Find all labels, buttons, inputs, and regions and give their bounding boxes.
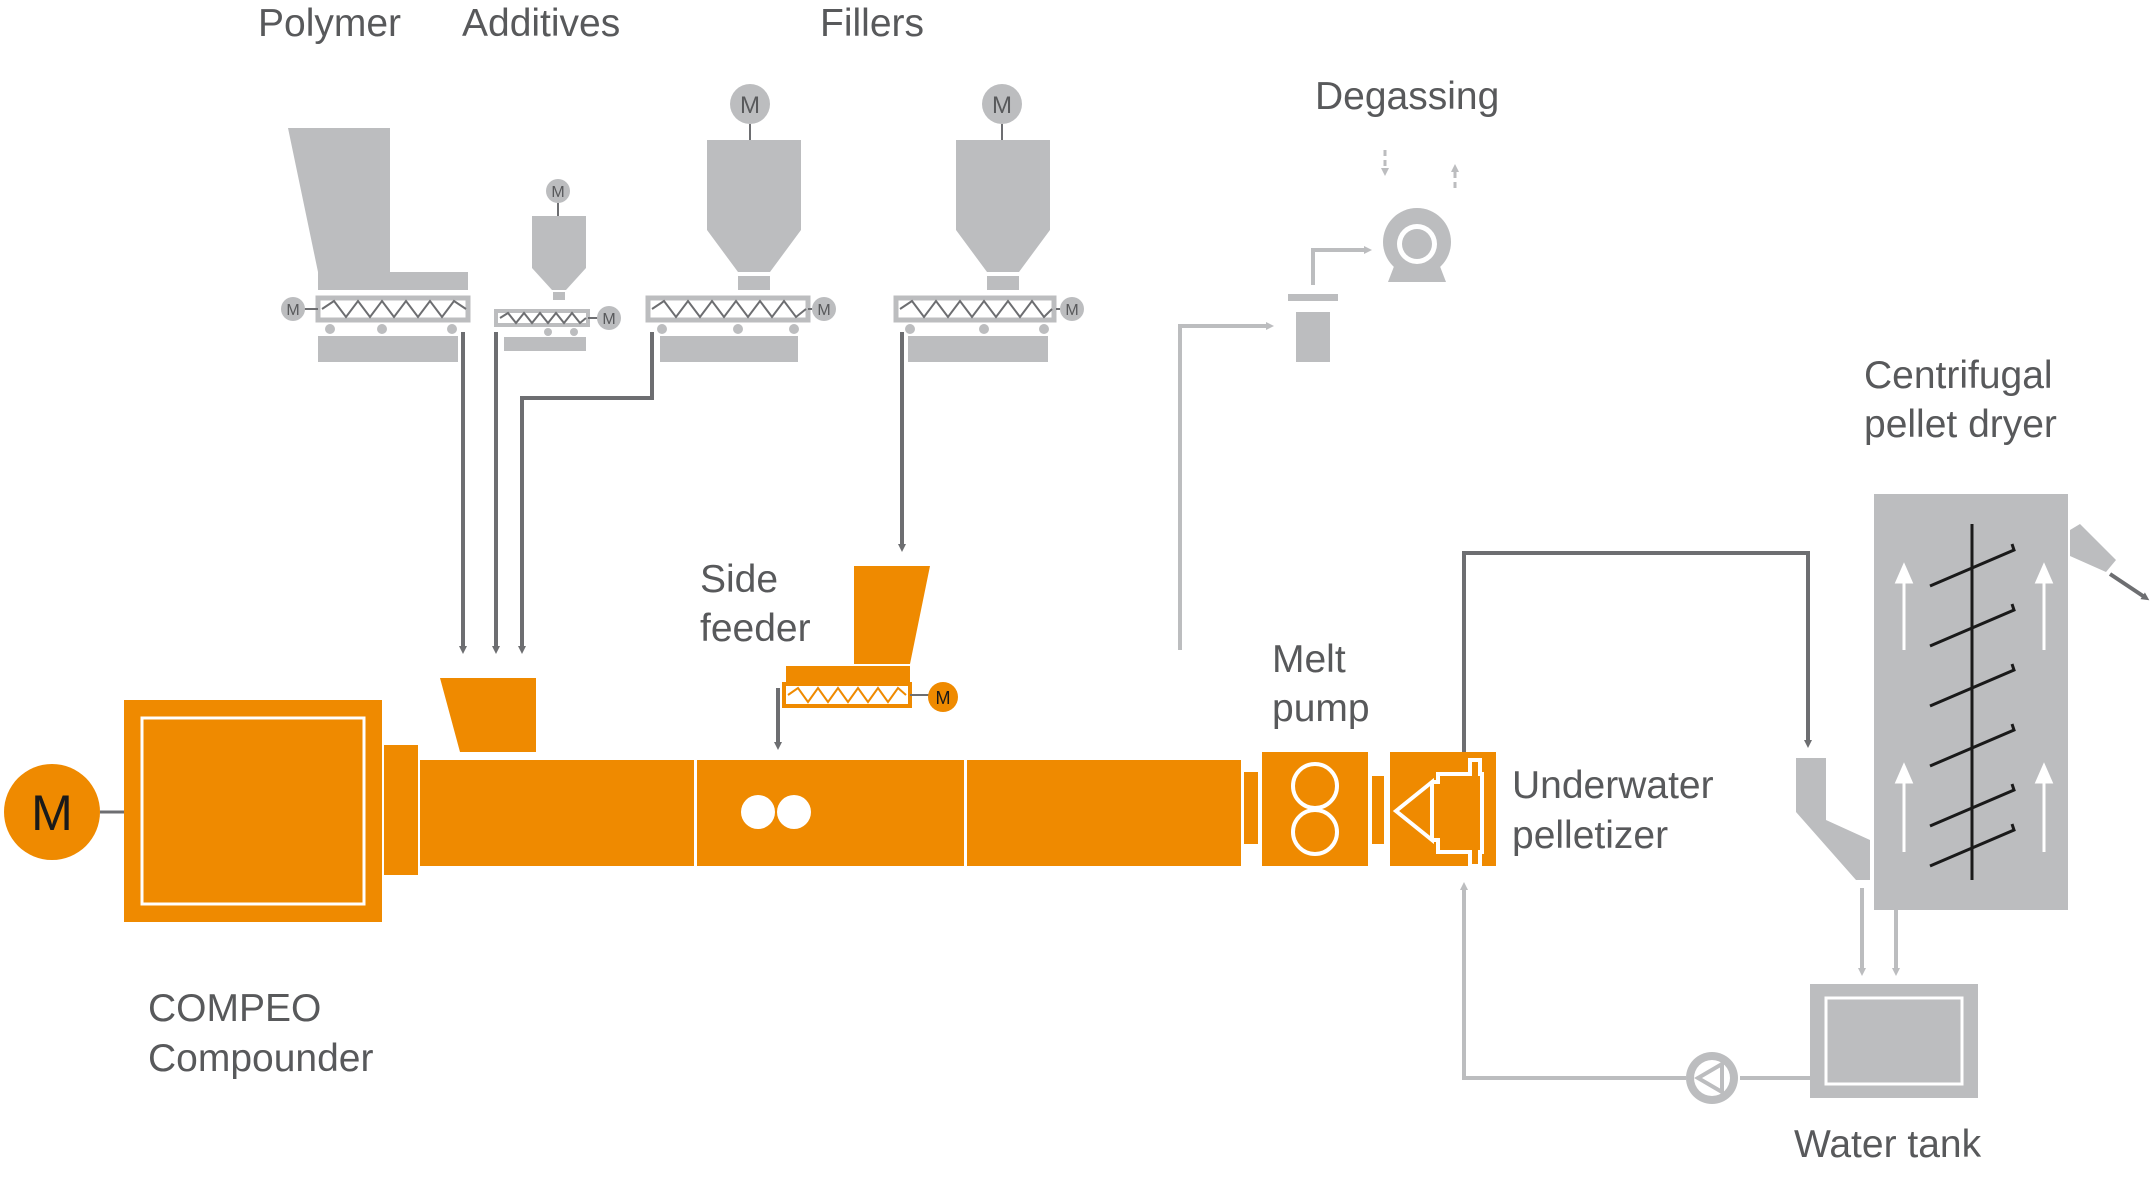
- label-polymer: Polymer: [258, 2, 401, 45]
- pump-icon: [1291, 762, 1339, 856]
- svg-text:M: M: [602, 311, 615, 328]
- compounder: M: [4, 678, 1241, 922]
- feed-lines: [459, 332, 906, 750]
- dryer-inlet-chute: [1796, 758, 1870, 880]
- slurry-line: [1462, 551, 1812, 752]
- fillers-hopper: [956, 140, 1050, 230]
- underwater-pelletizer: [1390, 752, 1496, 868]
- fillers-hopper: [707, 140, 801, 230]
- barrel-section-3: [967, 760, 1241, 866]
- label-water-tank: Water tank: [1794, 1123, 1982, 1166]
- svg-text:M: M: [1065, 302, 1078, 319]
- label-centrifugal-line1: Centrifugal: [1864, 354, 2053, 397]
- water-circuit: [1460, 882, 1978, 1104]
- motor-icon: M: [597, 306, 621, 330]
- pump-icon: [1383, 208, 1451, 282]
- motor-icon: M: [730, 84, 770, 124]
- barrel-section-2: [697, 760, 964, 866]
- polymer-hopper: [288, 128, 390, 272]
- label-compounder-line1: COMPEO: [148, 987, 321, 1030]
- screw-conveyor-icon: [494, 309, 590, 327]
- label-side-feeder-line1: Side: [700, 558, 778, 601]
- svg-text:M: M: [31, 785, 73, 841]
- fillers-feeder-2: M M: [893, 84, 1084, 362]
- water-tank: [1810, 984, 1978, 1098]
- label-centrifugal-line2: pellet dryer: [1864, 403, 2057, 446]
- svg-text:M: M: [936, 688, 951, 708]
- fillers-feeder-1: M M: [645, 84, 836, 362]
- label-pelletizer-line1: Underwater: [1512, 764, 1714, 807]
- pump-icon: [1686, 1052, 1738, 1104]
- motor-icon: M: [812, 297, 836, 321]
- screw-conveyor-icon: [893, 295, 1057, 323]
- label-additives: Additives: [462, 2, 620, 45]
- coupling: [384, 745, 418, 875]
- flow-arrow-icon: [1894, 562, 2054, 852]
- svg-text:M: M: [740, 92, 760, 119]
- label-melt-pump-line1: Melt: [1272, 638, 1346, 681]
- polymer-screw-housing: [318, 272, 468, 290]
- motor-icon: M: [982, 84, 1022, 124]
- label-fillers: Fillers: [820, 2, 924, 45]
- label-degassing: Degassing: [1315, 75, 1499, 118]
- degassing-unit: [1178, 150, 1459, 650]
- svg-text:M: M: [992, 92, 1012, 119]
- barrel-section-1: [420, 760, 694, 866]
- additives-hopper: [532, 216, 586, 268]
- polymer-feeder: M: [281, 128, 471, 362]
- svg-text:M: M: [551, 184, 564, 201]
- label-melt-pump-line2: pump: [1272, 687, 1370, 730]
- label-side-feeder-line2: feeder: [700, 607, 811, 650]
- motor-icon: M: [281, 297, 305, 321]
- centrifugal-pellet-dryer: [1796, 494, 2150, 910]
- additives-feeder: M M: [494, 179, 621, 351]
- pellet-outlet-arrow: [2108, 572, 2150, 601]
- motor-icon: M: [1060, 297, 1084, 321]
- main-feed-hopper: [440, 678, 536, 752]
- gearbox: [124, 700, 382, 922]
- polymer-scale: [318, 336, 458, 362]
- side-feeder-hopper: [854, 566, 930, 664]
- melt-pump: [1244, 752, 1384, 866]
- degassing-vent-pot: [1296, 312, 1330, 362]
- svg-text:M: M: [817, 302, 830, 319]
- motor-icon: M: [546, 179, 570, 203]
- dryer-outlet-chute: [2070, 524, 2116, 572]
- label-pelletizer-line2: pelletizer: [1512, 814, 1668, 857]
- side-feeder: M: [782, 566, 958, 712]
- main-motor-icon: M: [4, 764, 100, 860]
- label-compounder-line2: Compounder: [148, 1037, 373, 1080]
- motor-icon: M: [928, 682, 958, 712]
- svg-text:M: M: [286, 302, 299, 319]
